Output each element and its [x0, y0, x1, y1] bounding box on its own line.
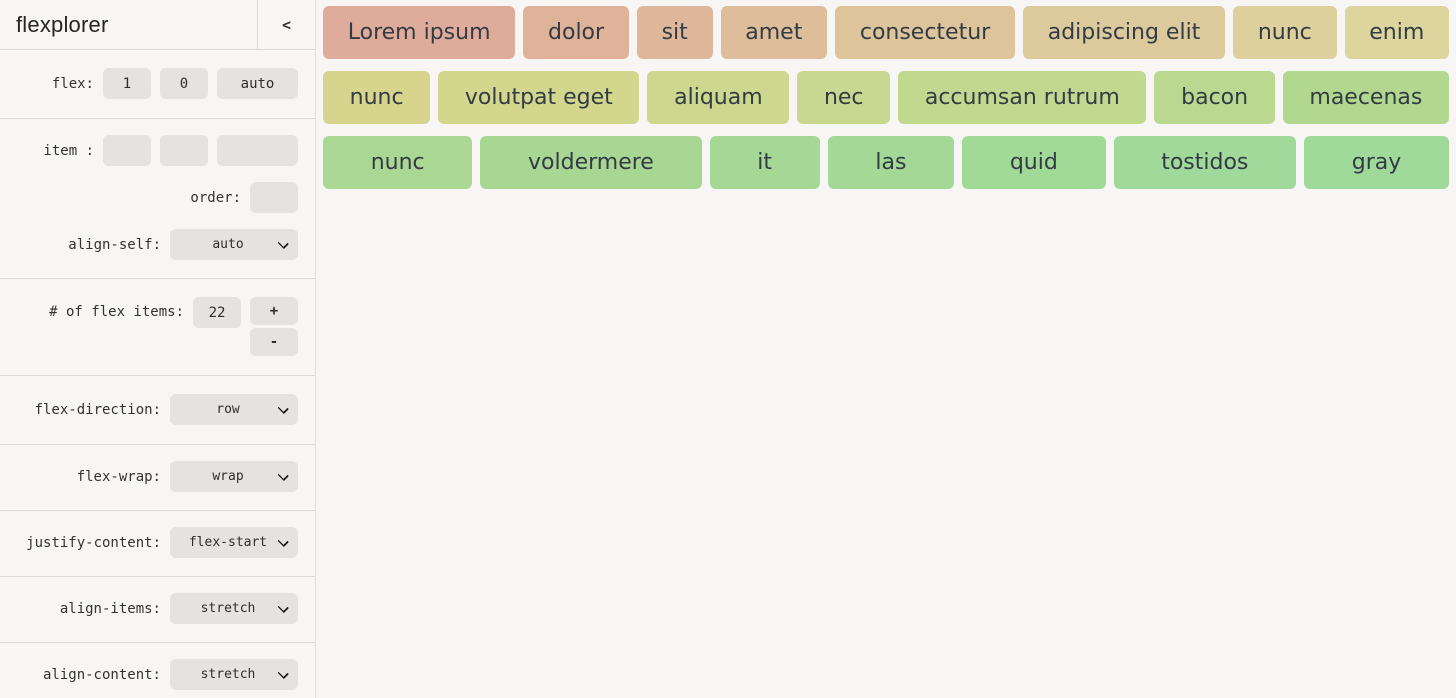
flex-item[interactable]: it [709, 136, 820, 189]
flex-item[interactable]: adipiscing elit [1022, 6, 1226, 59]
align-content-section: align-content: stretch [0, 643, 315, 698]
collapse-sidebar-button[interactable]: < [257, 0, 315, 49]
flex-item[interactable]: enim [1344, 6, 1450, 59]
flex-item[interactable]: quid [962, 136, 1106, 189]
flex-item[interactable]: Lorem ipsum [323, 6, 516, 59]
flex-item[interactable]: nunc [323, 136, 473, 189]
flex-item[interactable]: bacon [1154, 71, 1275, 124]
sidebar-header: flexplorer < [0, 0, 315, 50]
flex-item[interactable]: amet [720, 6, 828, 59]
flex-wrap-label: flex-wrap: [76, 468, 161, 485]
flex-shrink-input[interactable] [160, 68, 208, 99]
add-flex-item-button[interactable]: + [250, 297, 298, 325]
align-content-select[interactable]: stretch [170, 659, 298, 690]
justify-content-select[interactable]: flex-start [170, 527, 298, 558]
item-input-1[interactable] [103, 135, 151, 166]
flex-item[interactable]: maecenas [1282, 71, 1450, 124]
align-self-label: align-self: [68, 236, 161, 253]
flex-items-count-section: # of flex items: + - [0, 279, 315, 376]
sidebar: flexplorer < flex: item : order: align-s… [0, 0, 316, 698]
align-self-select[interactable]: auto [170, 229, 298, 260]
flex-item[interactable]: nunc [1233, 6, 1337, 59]
item-label: item : [43, 142, 94, 159]
item-section: item : order: align-self: auto [0, 119, 315, 279]
flex-item[interactable]: gray [1304, 136, 1449, 189]
remove-flex-item-button[interactable]: - [250, 328, 298, 356]
flex-section: flex: [0, 50, 315, 119]
flex-grow-input[interactable] [103, 68, 151, 99]
flex-item[interactable]: voldermere [480, 136, 702, 189]
flex-item[interactable]: sit [636, 6, 713, 59]
flex-item[interactable]: tostidos [1113, 136, 1297, 189]
align-items-label: align-items: [59, 600, 161, 617]
flex-item[interactable]: consectetur [835, 6, 1015, 59]
flex-item[interactable]: las [827, 136, 955, 189]
flex-direction-select[interactable]: row [170, 394, 298, 425]
flex-item[interactable]: nunc [323, 71, 431, 124]
align-items-section: align-items: stretch [0, 577, 315, 643]
align-items-select[interactable]: stretch [170, 593, 298, 624]
order-input[interactable] [250, 182, 298, 213]
flex-items-count-input[interactable] [193, 297, 241, 328]
flex-wrap-section: flex-wrap: wrap [0, 445, 315, 511]
flex-direction-label: flex-direction: [34, 401, 161, 418]
flex-item[interactable]: dolor [523, 6, 629, 59]
chevron-left-icon: < [281, 15, 292, 34]
flex-direction-section: flex-direction: row [0, 376, 315, 445]
flex-item[interactable]: volutpat eget [438, 71, 640, 124]
align-content-label: align-content: [42, 666, 161, 683]
flex-item[interactable]: nec [797, 71, 891, 124]
flex-basis-input[interactable] [217, 68, 298, 99]
justify-content-section: justify-content: flex-start [0, 511, 315, 577]
order-label: order: [190, 189, 241, 206]
flex-item[interactable]: aliquam [647, 71, 790, 124]
justify-content-label: justify-content: [26, 534, 161, 551]
flex-wrap-select[interactable]: wrap [170, 461, 298, 492]
item-input-3[interactable] [217, 135, 298, 166]
flex-items-count-label: # of flex items: [49, 304, 184, 320]
flex-item[interactable]: accumsan rutrum [898, 71, 1147, 124]
item-input-2[interactable] [160, 135, 208, 166]
app-title: flexplorer [16, 11, 109, 37]
flex-label: flex: [51, 75, 94, 92]
